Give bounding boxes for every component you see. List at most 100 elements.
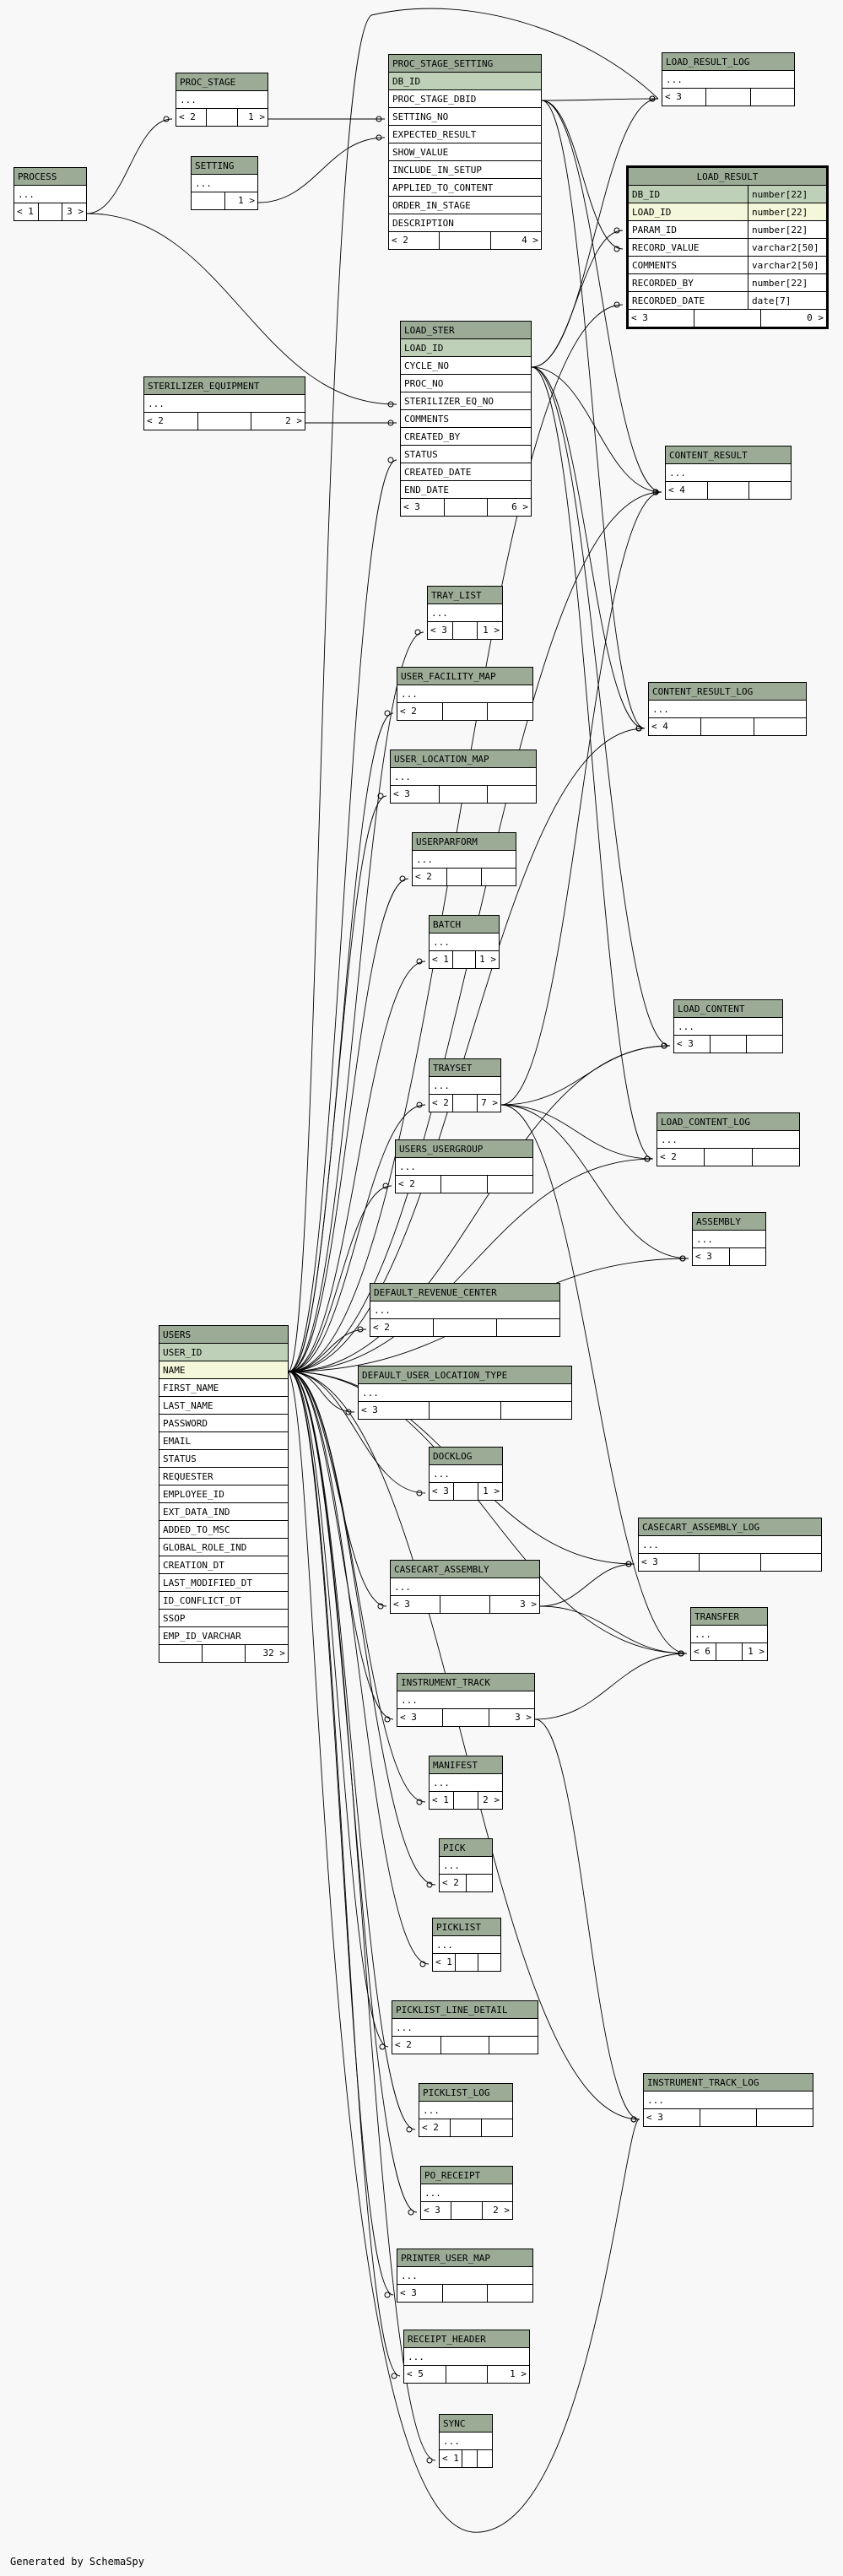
column-row[interactable]: EMAIL bbox=[159, 1431, 289, 1450]
table-default-user-location-type[interactable]: DEFAULT_USER_LOCATION_TYPE...< 3 bbox=[358, 1366, 572, 1420]
column-row[interactable]: ... bbox=[392, 2018, 538, 2037]
table-name[interactable]: PRINTER_USER_MAP bbox=[397, 2249, 533, 2267]
table-name[interactable]: PICKLIST_LINE_DETAIL bbox=[392, 2000, 538, 2019]
column-row[interactable]: ... bbox=[429, 1773, 503, 1792]
column-row[interactable]: ... bbox=[14, 185, 87, 203]
column-row[interactable]: STATUS bbox=[400, 445, 532, 463]
column-row[interactable]: ... bbox=[390, 1578, 540, 1596]
table-sync[interactable]: SYNC...< 1 bbox=[439, 2414, 493, 2468]
column-row[interactable]: ... bbox=[420, 2184, 513, 2202]
table-name[interactable]: LOAD_RESULT_LOG bbox=[662, 52, 795, 71]
column-row[interactable]: ... bbox=[690, 1625, 768, 1643]
table-setting[interactable]: SETTING...1 > bbox=[191, 156, 258, 210]
table-picklist[interactable]: PICKLIST...< 1 bbox=[432, 1918, 501, 1972]
table-name[interactable]: CONTENT_RESULT_LOG bbox=[648, 682, 807, 701]
column-row[interactable]: NAME bbox=[159, 1361, 289, 1379]
column-row[interactable]: CREATED_DATE bbox=[400, 463, 532, 481]
column-row[interactable]: ... bbox=[397, 1691, 535, 1709]
column-row[interactable]: ... bbox=[412, 850, 516, 869]
table-default-revenue-center[interactable]: DEFAULT_REVENUE_CENTER...< 2 bbox=[370, 1283, 560, 1337]
table-name[interactable]: USERS bbox=[159, 1325, 289, 1344]
table-name[interactable]: USER_FACILITY_MAP bbox=[397, 667, 533, 685]
table-name[interactable]: CASECART_ASSEMBLY bbox=[390, 1560, 540, 1578]
column-row[interactable]: ... bbox=[358, 1383, 572, 1402]
table-name[interactable]: PO_RECEIPT bbox=[420, 2166, 513, 2184]
column-row[interactable]: REQUESTER bbox=[159, 1467, 289, 1486]
table-name[interactable]: USER_LOCATION_MAP bbox=[390, 750, 537, 768]
column-row[interactable]: SSOP bbox=[159, 1609, 289, 1627]
column-row[interactable]: ... bbox=[176, 90, 268, 109]
table-picklist-log[interactable]: PICKLIST_LOG...< 2 bbox=[419, 2083, 513, 2137]
table-user-location-map[interactable]: USER_LOCATION_MAP...< 3 bbox=[390, 750, 537, 804]
column-row[interactable]: CREATED_BY bbox=[400, 427, 532, 446]
column-row[interactable]: ... bbox=[397, 685, 533, 703]
table-name[interactable]: CASECART_ASSEMBLY_LOG bbox=[638, 1518, 822, 1536]
column-row[interactable]: ... bbox=[191, 174, 258, 192]
column-row[interactable]: ... bbox=[692, 1230, 766, 1248]
column-row[interactable]: EMP_ID_VARCHAR bbox=[159, 1626, 289, 1645]
column-row[interactable]: INCLUDE_IN_SETUP bbox=[388, 160, 542, 179]
table-picklist-line-detail[interactable]: PICKLIST_LINE_DETAIL...< 2 bbox=[392, 2000, 538, 2054]
column-row[interactable]: SETTING_NO bbox=[388, 107, 542, 126]
column-row[interactable]: STATUS bbox=[159, 1449, 289, 1468]
table-name[interactable]: LOAD_RESULT bbox=[627, 166, 828, 186]
column-row[interactable]: ORDER_IN_STAGE bbox=[388, 196, 542, 214]
table-name[interactable]: CONTENT_RESULT bbox=[665, 446, 792, 464]
table-name[interactable]: RECEIPT_HEADER bbox=[403, 2330, 530, 2348]
column-row[interactable]: PASSWORD bbox=[159, 1414, 289, 1432]
table-name[interactable]: DOCKLOG bbox=[429, 1447, 503, 1465]
column-row[interactable]: ... bbox=[427, 603, 503, 622]
column-row[interactable]: EMPLOYEE_ID bbox=[159, 1485, 289, 1503]
column-row[interactable]: ... bbox=[390, 767, 537, 786]
table-load-result-log[interactable]: LOAD_RESULT_LOG...< 3 bbox=[662, 52, 795, 106]
table-name[interactable]: PICKLIST_LOG bbox=[419, 2083, 513, 2102]
table-name[interactable]: ASSEMBLY bbox=[692, 1212, 766, 1231]
table-name[interactable]: INSTRUMENT_TRACK bbox=[397, 1673, 535, 1691]
table-name[interactable]: PROC_STAGE bbox=[176, 73, 268, 91]
table-load-content[interactable]: LOAD_CONTENT...< 3 bbox=[673, 999, 783, 1053]
table-name[interactable]: BATCH bbox=[429, 915, 500, 934]
table-name[interactable]: TRAYSET bbox=[429, 1058, 501, 1077]
column-row[interactable]: EXT_DATA_IND bbox=[159, 1502, 289, 1521]
column-row[interactable]: CYCLE_NO bbox=[400, 356, 532, 375]
column-row[interactable]: ADDED_TO_MSC bbox=[159, 1520, 289, 1539]
table-content-result[interactable]: CONTENT_RESULT...< 4 bbox=[665, 446, 792, 500]
column-row[interactable]: SHOW_VALUE bbox=[388, 143, 542, 161]
table-name[interactable]: INSTRUMENT_TRACK_LOG bbox=[643, 2073, 813, 2092]
column-row[interactable]: EXPECTED_RESULT bbox=[388, 125, 542, 143]
table-casecart-assembly-log[interactable]: CASECART_ASSEMBLY_LOG...< 3 bbox=[638, 1518, 822, 1572]
column-row[interactable]: ... bbox=[397, 2266, 533, 2285]
column-row[interactable]: ... bbox=[439, 2432, 493, 2450]
table-name[interactable]: TRANSFER bbox=[690, 1607, 768, 1626]
table-printer-user-map[interactable]: PRINTER_USER_MAP...< 3 bbox=[397, 2249, 533, 2303]
table-instrument-track-log[interactable]: INSTRUMENT_TRACK_LOG...< 3 bbox=[643, 2073, 813, 2127]
table-name[interactable]: MANIFEST bbox=[429, 1756, 503, 1774]
column-row[interactable]: ... bbox=[638, 1535, 822, 1554]
column-row[interactable]: GLOBAL_ROLE_IND bbox=[159, 1538, 289, 1556]
table-name[interactable]: LOAD_CONTENT bbox=[673, 999, 783, 1018]
column-row[interactable]: APPLIED_TO_CONTENT bbox=[388, 178, 542, 197]
table-name[interactable]: PROC_STAGE_SETTING bbox=[388, 54, 542, 73]
column-row[interactable]: ID_CONFLICT_DT bbox=[159, 1591, 289, 1610]
column-row[interactable]: ... bbox=[439, 1856, 493, 1875]
column-row[interactable]: ... bbox=[657, 1130, 800, 1149]
column-row[interactable]: PROC_NO bbox=[400, 374, 532, 392]
column-row[interactable]: LOAD_ID bbox=[400, 338, 532, 357]
